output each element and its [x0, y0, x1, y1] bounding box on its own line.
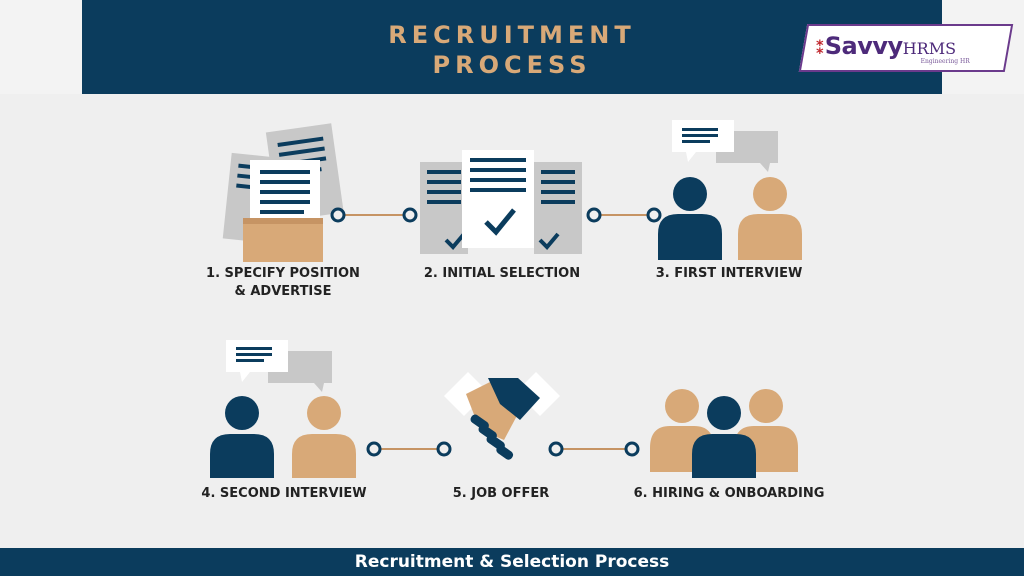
step-3-label-line-1: 3. FIRST INTERVIEW	[655, 266, 803, 281]
step-1-label-line-1: 1. SPECIFY POSITION	[206, 266, 360, 281]
header-left-band	[0, 0, 82, 94]
step-6-label-line-1: 6. HIRING & ONBOARDING	[633, 486, 825, 501]
step-5-label-line-1: 5. JOB OFFER	[452, 486, 550, 501]
interview-people-icon	[658, 120, 802, 260]
header-banner: RECRUITMENT PROCESS	[82, 0, 942, 94]
checked-documents-icon	[420, 150, 582, 254]
step-2-label: 2. INITIAL SELECTION	[402, 265, 602, 283]
connector-5-6	[548, 441, 640, 457]
step-5-label: 5. JOB OFFER	[432, 485, 570, 503]
step-4-label: 4. SECOND INTERVIEW	[180, 485, 388, 503]
step-4-label-line-1: 4. SECOND INTERVIEW	[201, 486, 367, 501]
connector-4-5	[366, 441, 452, 457]
team-group-icon	[650, 389, 798, 478]
connector-1-2	[330, 207, 418, 223]
recruitment-diagram	[210, 120, 802, 478]
page-title: RECRUITMENT PROCESS	[82, 20, 942, 80]
footer-banner: Recruitment & Selection Process	[0, 548, 1024, 576]
footer-title: Recruitment & Selection Process	[354, 552, 670, 572]
page-title-line-2: PROCESS	[432, 51, 592, 79]
documents-in-box-icon	[222, 123, 344, 262]
step-1-label: 1. SPECIFY POSITION & ADVERTISE	[186, 265, 380, 301]
step-3-label: 3. FIRST INTERVIEW	[638, 265, 820, 283]
connector-2-3	[586, 207, 662, 223]
step-1-label-line-2: & ADVERTISE	[234, 284, 332, 299]
handshake-icon	[444, 372, 560, 460]
step-2-label-line-1: 2. INITIAL SELECTION	[423, 266, 581, 281]
page-title-line-1: RECRUITMENT	[388, 21, 636, 49]
interview-people-icon	[210, 340, 356, 478]
step-6-label: 6. HIRING & ONBOARDING	[612, 485, 846, 503]
